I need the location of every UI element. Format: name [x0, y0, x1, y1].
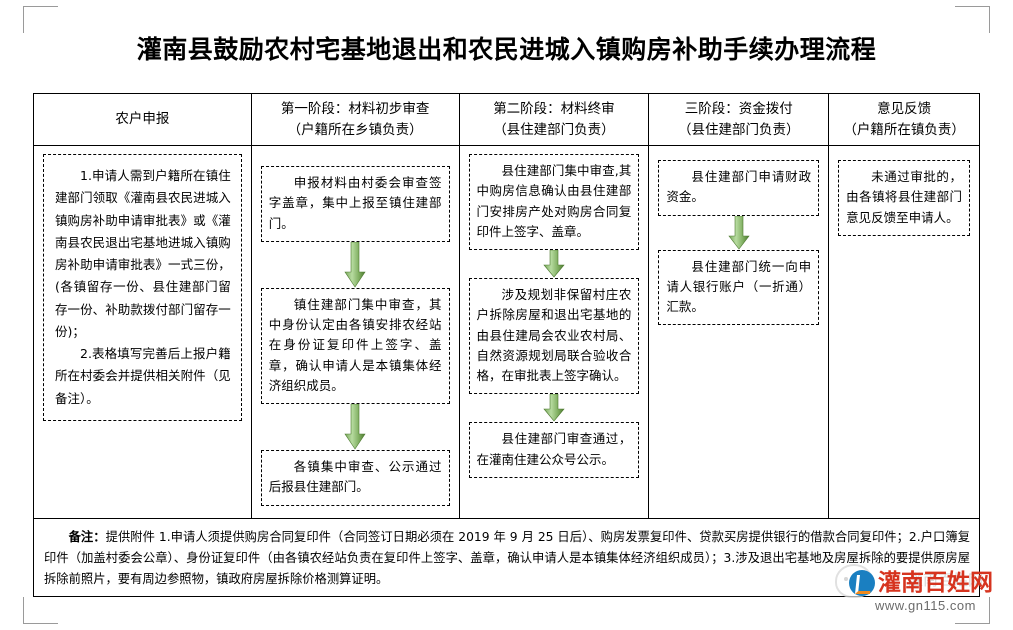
footer-note: 备注：提供附件 1.申请人须提供购房合同复印件（合同签订日期必须在 2019 年…: [34, 518, 979, 596]
page-corner-mark-bottom-right: [955, 597, 990, 624]
footer-note-paragraph: 备注：提供附件 1.申请人须提供购房合同复印件（合同签订日期必须在 2019 年…: [44, 527, 970, 590]
flow-node-paragraph: 县住建部门统一向申请人银行账户（一折通）汇款。: [666, 258, 812, 315]
flow-node: 县住建部门申请财政资金。: [658, 160, 820, 216]
flow-node: 镇住建部门集中审查，其中身份认定由各镇安排农经站在身份证复印件上签字、盖章，确认…: [260, 287, 450, 404]
footer-note-label: 备注：: [68, 530, 106, 544]
flowchart-column-stage-three: 三阶段：资金拨付 （县住建部门负责） 县住建部门申请财政资金。 县住建部门统一向…: [649, 94, 830, 518]
flow-node-paragraph: 县住建部门审查通过，在灌南住建公众号公示。: [476, 431, 632, 467]
flow-node-paragraph: 各镇集中审查、公示通过后报县住建部门。: [268, 459, 442, 495]
flow-node: 县住建部门集中审查,其中购房信息确认由县住建部门安排房产处对购房合同复印件上签字…: [468, 154, 640, 250]
column-spacer: [469, 478, 640, 512]
page-corner-mark-top-left: [23, 6, 58, 33]
flowchart-columns: 农户申报 1.申请人需到户籍所在镇住建部门领取《灌南县农民进城入镇购房补助申请审…: [34, 94, 979, 518]
column-header-line1: 三阶段：资金拨付: [684, 100, 793, 117]
flow-arrow-down-icon: [469, 394, 640, 422]
column-header-farmer-application: 农户申报: [34, 94, 251, 146]
page-corner-mark-top-right: [955, 6, 990, 33]
flow-node-paragraph: 涉及规划非保留村庄农户拆除房屋和退出宅基地的由县住建局会农业农村局、自然资源规划…: [476, 287, 632, 383]
flow-arrow-down-icon: [469, 250, 640, 278]
flow-node: 县住建部门审查通过，在灌南住建公众号公示。: [468, 422, 640, 478]
column-header-stage-one: 第一阶段：材料初步审查 （户籍所在乡镇负责）: [251, 94, 459, 146]
column-header-line1: 第二阶段：材料终审: [493, 100, 615, 117]
column-body-stage-one: 申报材料由村委会审查签字盖章，集中上报至镇住建部门。: [252, 146, 459, 518]
top-gap: [261, 154, 450, 166]
footer-note-text: 提供附件 1.申请人须提供购房合同复印件（合同签订日期必须在 2019 年 9 …: [44, 530, 970, 587]
flow-node-paragraph: 1.申请人需到户籍所在镇住建部门领取《灌南县农民进城入镇购房补助申请审批表》或《…: [55, 168, 231, 339]
flow-node: 涉及规划非保留村庄农户拆除房屋和退出宅基地的由县住建局会农业农村局、自然资源规划…: [468, 278, 640, 395]
flow-node: 各镇集中审查、公示通过后报县住建部门。: [260, 450, 450, 506]
column-header-line2: （县住建部门负责）: [678, 121, 800, 138]
column-spacer: [838, 236, 970, 512]
flow-node-paragraph: 申报材料由村委会审查签字盖章，集中上报至镇住建部门。: [268, 175, 442, 231]
column-body-stage-two: 县住建部门集中审查,其中购房信息确认由县住建部门安排房产处对购房合同复印件上签字…: [460, 146, 649, 518]
column-body-feedback: 未通过审批的，由各镇将县住建部门意见反馈至申请人。: [829, 146, 979, 518]
column-header-stage-three: 三阶段：资金拨付 （县住建部门负责）: [649, 94, 829, 146]
flow-node-paragraph: 县住建部门申请财政资金。: [666, 169, 812, 205]
flowchart-table: 农户申报 1.申请人需到户籍所在镇住建部门领取《灌南县农民进城入镇购房补助申请审…: [33, 93, 980, 597]
page-corner-mark-bottom-left: [23, 597, 58, 624]
flow-node: 1.申请人需到户籍所在镇住建部门领取《灌南县农民进城入镇购房补助申请审批表》或《…: [43, 154, 242, 421]
column-body-farmer-application: 1.申请人需到户籍所在镇住建部门领取《灌南县农民进城入镇购房补助申请审批表》或《…: [34, 146, 251, 518]
column-header-line2: （户籍所在乡镇负责）: [287, 121, 423, 138]
flow-node-paragraph: 未通过审批的，由各镇将县住建部门意见反馈至申请人。: [846, 169, 962, 225]
column-spacer: [261, 506, 450, 513]
watermark-url: www.gn115.com: [875, 598, 976, 613]
flow-node: 申报材料由村委会审查签字盖章，集中上报至镇住建部门。: [260, 166, 450, 242]
flowchart-column-stage-two: 第二阶段：材料终审 （县住建部门负责） 县住建部门集中审查,其中购房信息确认由县…: [459, 94, 650, 518]
flow-node: 未通过审批的，由各镇将县住建部门意见反馈至申请人。: [838, 160, 970, 236]
column-header-stage-two: 第二阶段：材料终审 （县住建部门负责）: [459, 94, 649, 146]
column-spacer: [658, 325, 819, 512]
column-header-line1: 意见反馈: [877, 100, 932, 117]
flow-node-paragraph: 镇住建部门集中审查，其中身份认定由各镇安排农经站在身份证复印件上签字、盖章，确认…: [268, 296, 442, 393]
column-header-line2: （县住建部门负责）: [493, 121, 615, 138]
flow-node-paragraph: 县住建部门集中审查,其中购房信息确认由县住建部门安排房产处对购房合同复印件上签字…: [476, 163, 632, 239]
flowchart-column-farmer-application: 农户申报 1.申请人需到户籍所在镇住建部门领取《灌南县农民进城入镇购房补助申请审…: [34, 94, 252, 518]
flow-node-paragraph: 2.表格填写完善后上报户籍所在村委会并提供相关附件（见备注）。: [55, 346, 231, 406]
column-body-stage-three: 县住建部门申请财政资金。 县住建部门统一向申请人银行账户（一折通）汇款。: [649, 146, 828, 518]
column-spacer: [43, 421, 242, 512]
flow-arrow-down-icon: [261, 404, 450, 450]
flowchart-column-feedback: 意见反馈 （户籍所在镇负责） 未通过审批的，由各镇将县住建部门意见反馈至申请人。: [829, 94, 979, 518]
column-header-line1: 第一阶段：材料初步审查: [280, 100, 430, 117]
column-header-feedback: 意见反馈 （户籍所在镇负责）: [829, 94, 979, 146]
flow-arrow-down-icon: [261, 241, 450, 288]
column-header-line2: （户籍所在镇负责）: [843, 121, 965, 138]
page-title: 灌南县鼓励农村宅基地退出和农民进城入镇购房补助手续办理流程: [136, 35, 877, 64]
flow-arrow-down-icon: [658, 215, 819, 250]
flow-node: 县住建部门统一向申请人银行账户（一折通）汇款。: [658, 249, 820, 326]
flowchart-column-stage-one: 第一阶段：材料初步审查 （户籍所在乡镇负责） 申报材料由村委会审查签字盖章，集中…: [251, 94, 460, 518]
column-header-line1: 农户申报: [115, 111, 170, 128]
